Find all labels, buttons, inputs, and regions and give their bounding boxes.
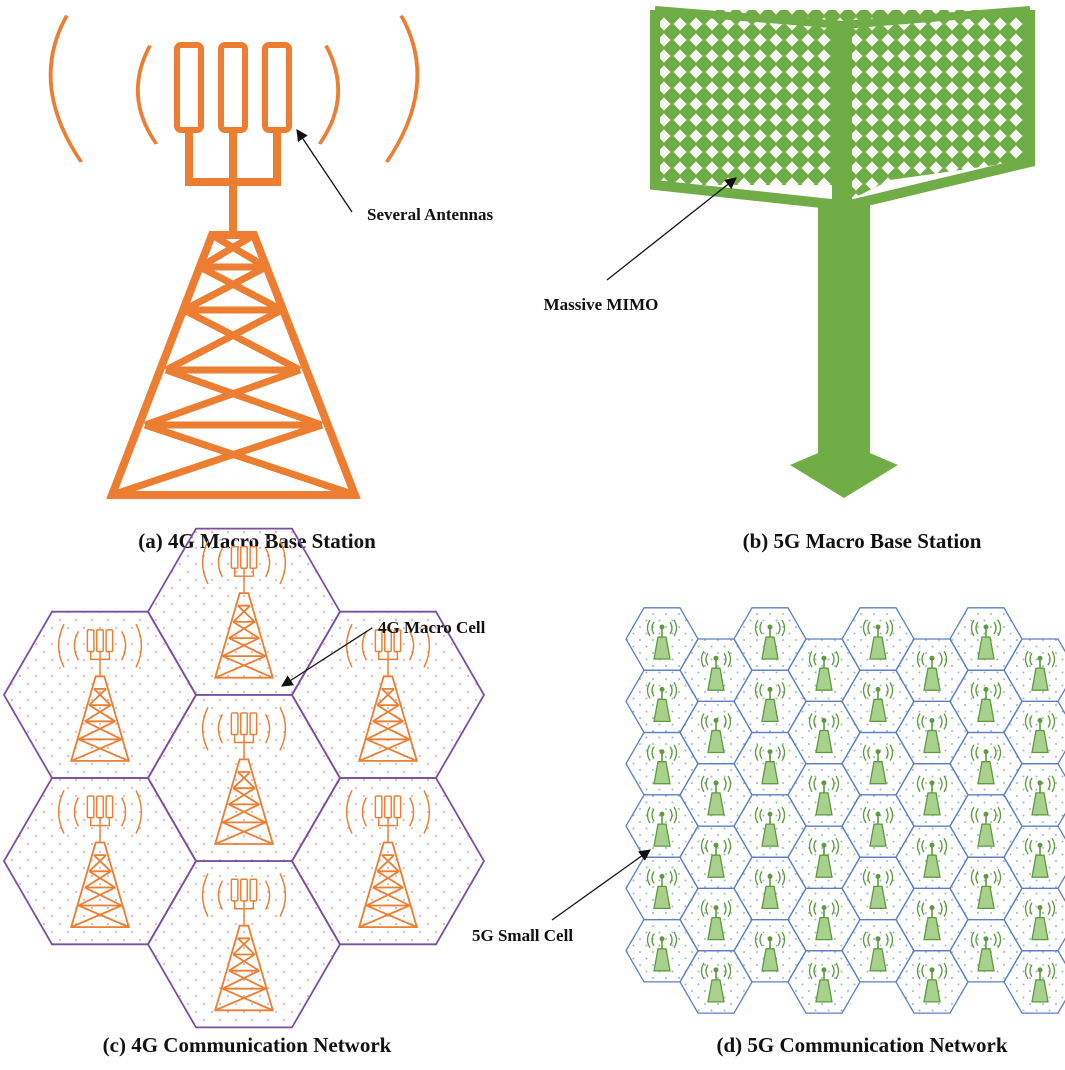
several-antennas-arrow (296, 129, 353, 213)
massive-mimo-arrow (606, 177, 737, 281)
macro-cell-grid (2, 527, 486, 1029)
macro-cell-arrow (281, 627, 373, 687)
tower-pole (790, 205, 898, 498)
panel-a-4g-macro-base-station: Several Antennas (a) 4G Macro Base Stati… (48, 15, 493, 553)
macro-cell-label: 4G Macro Cell (378, 618, 486, 637)
signal-arcs-left (48, 15, 159, 163)
panel-b-5g-macro-base-station: Massive MIMO (b) 5G Macro Base Station (544, 6, 1035, 553)
caption-d: (d) 5G Communication Network (716, 1033, 1007, 1057)
lattice-tower (106, 231, 361, 499)
caption-b: (b) 5G Macro Base Station (743, 529, 982, 553)
massive-mimo-label: Massive MIMO (544, 295, 659, 314)
macro-cell-6 (2, 777, 198, 946)
panel-d-5g-communication-network: 5G Small Cell (d) 5G Communication Netwo… (472, 607, 1065, 1057)
macro-cell-7 (290, 777, 486, 946)
several-antennas-label: Several Antennas (367, 205, 493, 224)
caption-c: (c) 4G Communication Network (103, 1033, 392, 1057)
small-cell-48 (1003, 950, 1065, 1014)
massive-mimo-panel (650, 6, 1035, 212)
small-cell-arrow (551, 849, 651, 921)
small-cell-label: 5G Small Cell (472, 926, 573, 945)
small-cell-grid (625, 607, 1065, 1014)
signal-arcs-right (317, 15, 420, 163)
antenna-array (174, 42, 292, 235)
panel-c-4g-communication-network: 4G Macro Cell (c) 4G Communication Netwo… (2, 527, 486, 1057)
